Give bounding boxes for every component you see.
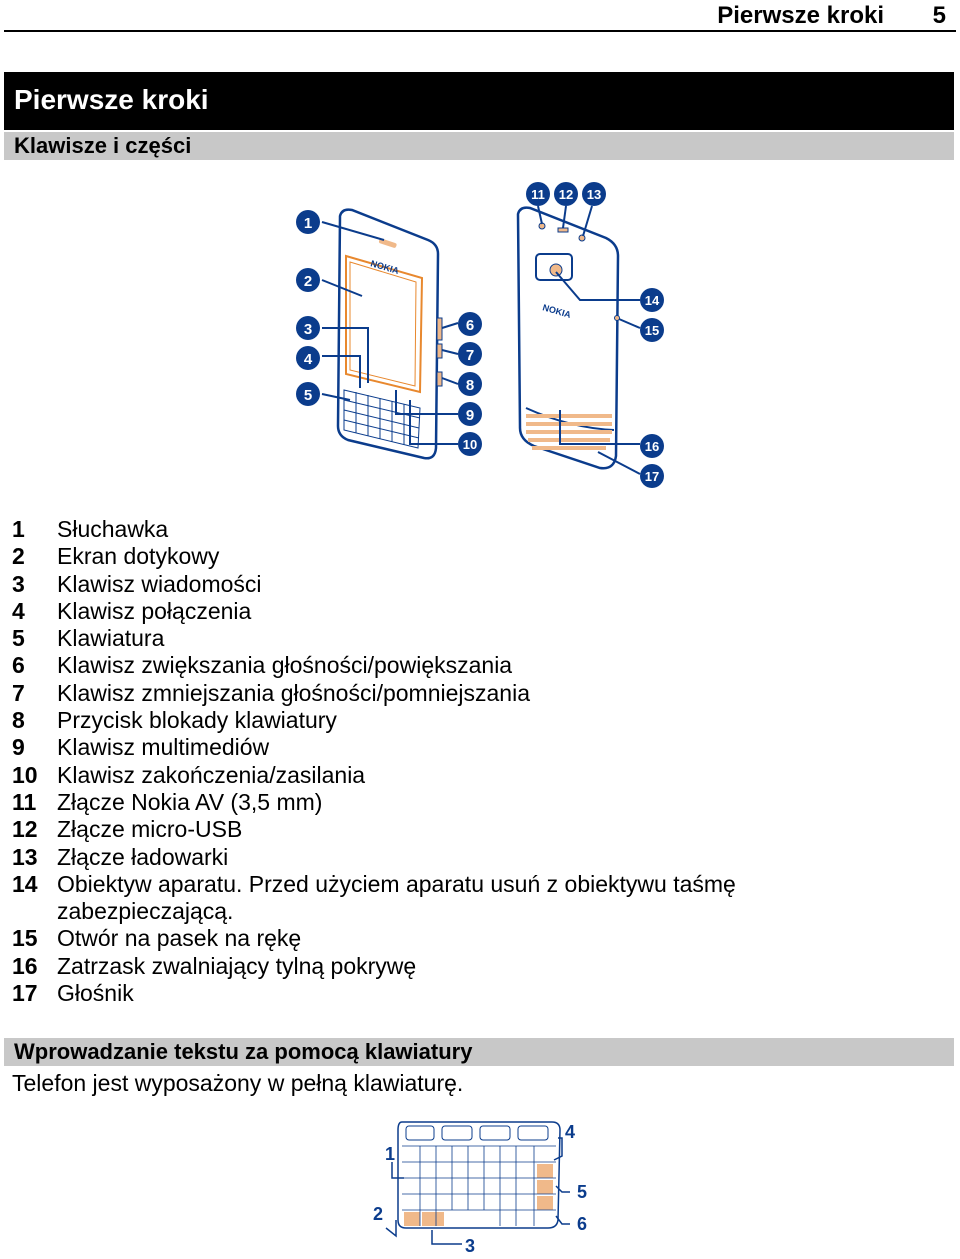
back-leader-lines: [537, 205, 641, 475]
volume-up-key: [436, 317, 443, 341]
keyboard-diagram: 1 2 3 4 5 6: [373, 1121, 587, 1256]
speaker-grille: [526, 414, 612, 450]
chapter-bar: Pierwsze kroki: [4, 72, 954, 130]
kb-callout-4: 4: [565, 1122, 575, 1142]
kb-callout-3: 3: [465, 1236, 475, 1256]
svg-text:10: 10: [463, 437, 477, 452]
callout-12: 12: [554, 182, 578, 206]
svg-text:11: 11: [531, 187, 545, 202]
callout-17: 17: [640, 464, 664, 488]
usb-connector: [557, 227, 569, 233]
callout-16: 16: [640, 434, 664, 458]
keyboard-leader-lines: [385, 1137, 570, 1245]
kb-callout-1: 1: [385, 1144, 395, 1164]
callout-3: 3: [296, 316, 320, 340]
charger-connector: [578, 234, 586, 242]
kb-callout-2: 2: [373, 1204, 383, 1224]
svg-text:5: 5: [304, 387, 312, 404]
section-bar-keyboard: Wprowadzanie tekstu za pomocą klawiatury: [4, 1038, 954, 1066]
key-grid: [402, 1145, 556, 1226]
svg-text:4: 4: [304, 351, 313, 368]
callout-11: 11: [526, 182, 550, 206]
svg-text:3: 3: [304, 321, 312, 338]
kb-callout-6: 6: [577, 1214, 587, 1234]
camera-lens: [549, 263, 563, 277]
callout-6: 6: [458, 312, 482, 336]
callout-4: 4: [296, 346, 320, 370]
svg-text:1: 1: [304, 215, 312, 232]
svg-text:6: 6: [466, 317, 474, 334]
section-bar: Klawisze i części: [4, 132, 954, 160]
callout-5: 5: [296, 382, 320, 406]
highlighted-keys: [404, 1164, 553, 1226]
svg-text:14: 14: [645, 293, 660, 308]
svg-text:17: 17: [645, 469, 659, 484]
front-phone: NOKIA: [321, 208, 459, 460]
phone-parts-diagram: NOKIA: [296, 182, 664, 488]
svg-text:8: 8: [466, 377, 474, 394]
front-leader-lines: [321, 221, 459, 445]
callout-14: 14: [640, 288, 664, 312]
body-text: Telefon jest wyposażony w pełną klawiatu…: [12, 1070, 464, 1096]
page-number: 5: [932, 2, 946, 29]
section-title: Klawisze i części: [14, 133, 192, 158]
callout-1: 1: [296, 210, 320, 234]
svg-text:7: 7: [466, 347, 474, 364]
callout-10: 10: [458, 432, 482, 456]
callout-2: 2: [296, 268, 320, 292]
header-title: Pierwsze kroki: [717, 2, 884, 29]
kb-callout-5: 5: [577, 1182, 587, 1202]
back-phone: NOKIA: [516, 205, 641, 475]
keyboard-body: [397, 1121, 561, 1229]
page-header: Pierwsze kroki 5: [0, 0, 960, 32]
callout-labels: 1 2 3 4 5 6 7 8 9 10 11 12 13 14 15 16 1…: [296, 182, 664, 488]
header-rule: [4, 30, 956, 32]
callout-7: 7: [458, 342, 482, 366]
top-keys: [405, 1125, 549, 1141]
svg-text:2: 2: [304, 273, 312, 290]
svg-text:16: 16: [645, 439, 659, 454]
section-title-keyboard: Wprowadzanie tekstu za pomocą klawiatury: [14, 1039, 473, 1064]
callout-8: 8: [458, 372, 482, 396]
svg-text:12: 12: [559, 187, 573, 202]
volume-down-key: [436, 343, 443, 359]
chapter-title: Pierwsze kroki: [14, 84, 209, 115]
svg-text:13: 13: [587, 187, 601, 202]
svg-text:15: 15: [645, 323, 659, 338]
callout-13: 13: [582, 182, 606, 206]
strap-hole: [614, 315, 620, 321]
svg-text:9: 9: [466, 407, 474, 424]
callout-9: 9: [458, 402, 482, 426]
callout-15: 15: [640, 318, 664, 342]
keylock-switch: [436, 371, 443, 387]
keyboard-callouts: 1 2 3 4 5 6: [373, 1122, 587, 1256]
